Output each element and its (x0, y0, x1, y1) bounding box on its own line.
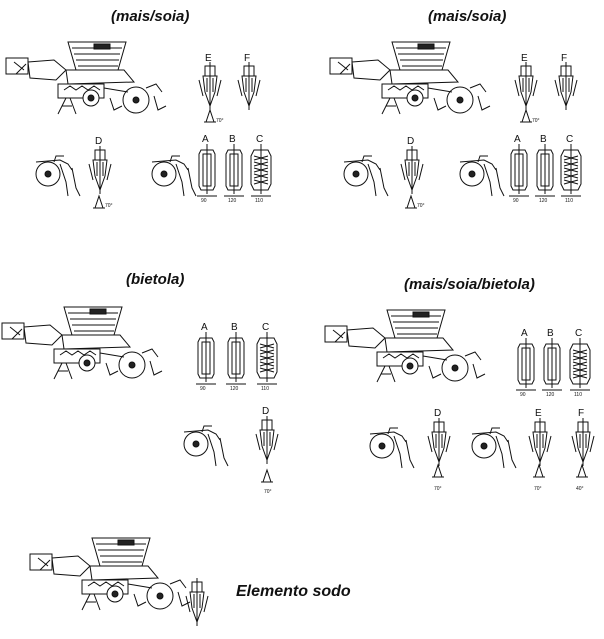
wheel-unit-b (151, 155, 197, 197)
wheel-unit-a (343, 155, 389, 197)
label-c: C (566, 134, 573, 145)
dim-a: 90 (520, 392, 526, 398)
coulter-f (554, 61, 578, 111)
coulter-e (514, 61, 538, 111)
coulter-e (528, 417, 552, 467)
label-d: D (95, 136, 102, 147)
dim-b: 120 (546, 392, 555, 398)
wheel-profile-c (569, 337, 591, 391)
title-bottom: Elemento sodo (236, 583, 351, 600)
title-mid-left: (bietola) (126, 271, 185, 288)
angle-f (575, 464, 589, 478)
dim-a: 90 (200, 386, 206, 392)
label-c: C (256, 134, 263, 145)
label-b: B (229, 134, 236, 145)
coulter-d (400, 145, 424, 195)
angle-d-value: 70° (105, 203, 113, 209)
label-f: F (578, 408, 584, 419)
label-b: B (547, 328, 554, 339)
angle-e-value: 70° (216, 118, 224, 124)
label-d: D (434, 408, 441, 419)
coulter-d (88, 145, 112, 195)
wheel-unit (183, 425, 229, 467)
angle-d-value: 70° (417, 203, 425, 209)
wheel-profile-c (250, 143, 272, 197)
label-a: A (201, 322, 208, 333)
wheel-unit-b (471, 427, 517, 469)
title-top-right: (mais/soia) (428, 8, 507, 25)
label-d: D (262, 406, 269, 417)
wheel-profile-b (541, 337, 563, 391)
angle-d (92, 195, 106, 209)
wheel-profile-b (534, 143, 556, 197)
coulter-d (427, 417, 451, 467)
wheel-profile-c (256, 331, 278, 385)
angle-e (203, 109, 217, 123)
wheel-unit-a (369, 427, 415, 469)
dim-b: 120 (539, 198, 548, 204)
angle-d (431, 464, 445, 478)
dim-a: 90 (513, 198, 519, 204)
title-mid-right: (mais/soia/bietola) (404, 276, 535, 293)
label-d: D (407, 136, 414, 147)
seeder-side-view-sodo (29, 537, 191, 611)
label-b: B (231, 322, 238, 333)
coulter-f (571, 417, 595, 467)
dim-c: 110 (565, 198, 573, 204)
label-c: C (575, 328, 582, 339)
label-f: F (561, 53, 567, 64)
wheel-unit-b (459, 155, 505, 197)
label-f: F (244, 53, 250, 64)
title-top-left: (mais/soia) (111, 8, 190, 25)
wheel-profile-b (223, 143, 245, 197)
dim-c: 110 (574, 392, 582, 398)
wheel-profile-a (195, 331, 217, 385)
dim-b: 120 (230, 386, 239, 392)
label-a: A (202, 134, 209, 145)
angle-e-value: 70° (532, 118, 540, 124)
label-e: E (535, 408, 542, 419)
label-a: A (514, 134, 521, 145)
coulter-f (237, 61, 261, 111)
coulter-e (198, 61, 222, 111)
wheel-unit-a (35, 155, 81, 197)
label-e: E (205, 53, 212, 64)
label-b: B (540, 134, 547, 145)
angle-d (404, 195, 418, 209)
angle-e-value: 70° (534, 486, 542, 492)
seeder-side-view (5, 41, 167, 115)
label-c: C (262, 322, 269, 333)
coulter-d (255, 415, 279, 465)
seeder-side-view (329, 41, 491, 115)
label-a: A (521, 328, 528, 339)
angle-d (260, 469, 274, 483)
angle-e (532, 464, 546, 478)
wheel-profile-a (515, 337, 537, 391)
dim-c: 110 (255, 198, 263, 204)
angle-f-value: 40° (576, 486, 584, 492)
wheel-profile-a (508, 143, 530, 197)
seeder-side-view (1, 306, 163, 380)
dim-c: 110 (261, 386, 269, 392)
dim-a: 90 (201, 198, 207, 204)
dim-b: 120 (228, 198, 237, 204)
angle-d-value: 70° (434, 486, 442, 492)
angle-d-value: 70° (264, 489, 272, 495)
label-e: E (521, 53, 528, 64)
wheel-profile-b (225, 331, 247, 385)
wheel-profile-a (196, 143, 218, 197)
angle-e (519, 109, 533, 123)
wheel-profile-c (560, 143, 582, 197)
seeder-side-view (324, 309, 486, 383)
